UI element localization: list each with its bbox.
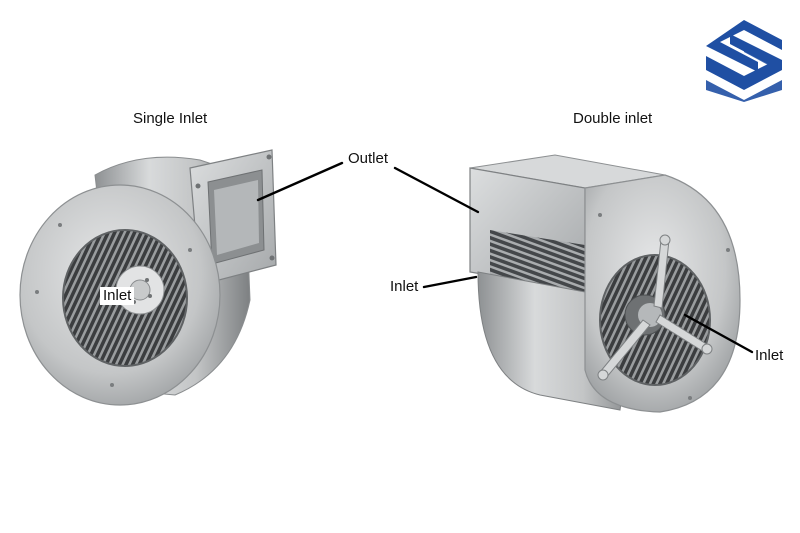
single-inlet-title: Single Inlet — [133, 110, 208, 127]
leader-inlet-double-side — [422, 275, 478, 289]
double-inlet-title: Double inlet — [573, 110, 653, 127]
single-inlet-label: Inlet — [100, 287, 135, 305]
stacked-s-logo-icon — [706, 20, 782, 102]
double-front-inlet-label: Inlet — [755, 347, 784, 364]
leader-lines — [256, 161, 754, 354]
single-inlet-blower — [19, 149, 277, 406]
double-motor-bracket — [597, 234, 713, 381]
double-side-inlet-label: Inlet — [390, 278, 419, 295]
outlet-label: Outlet — [348, 150, 389, 167]
leader-outlet-double — [393, 166, 480, 214]
leader-inlet-double-front — [683, 313, 754, 354]
leader-outlet-single — [256, 161, 344, 202]
double-inlet-blower — [469, 154, 741, 413]
